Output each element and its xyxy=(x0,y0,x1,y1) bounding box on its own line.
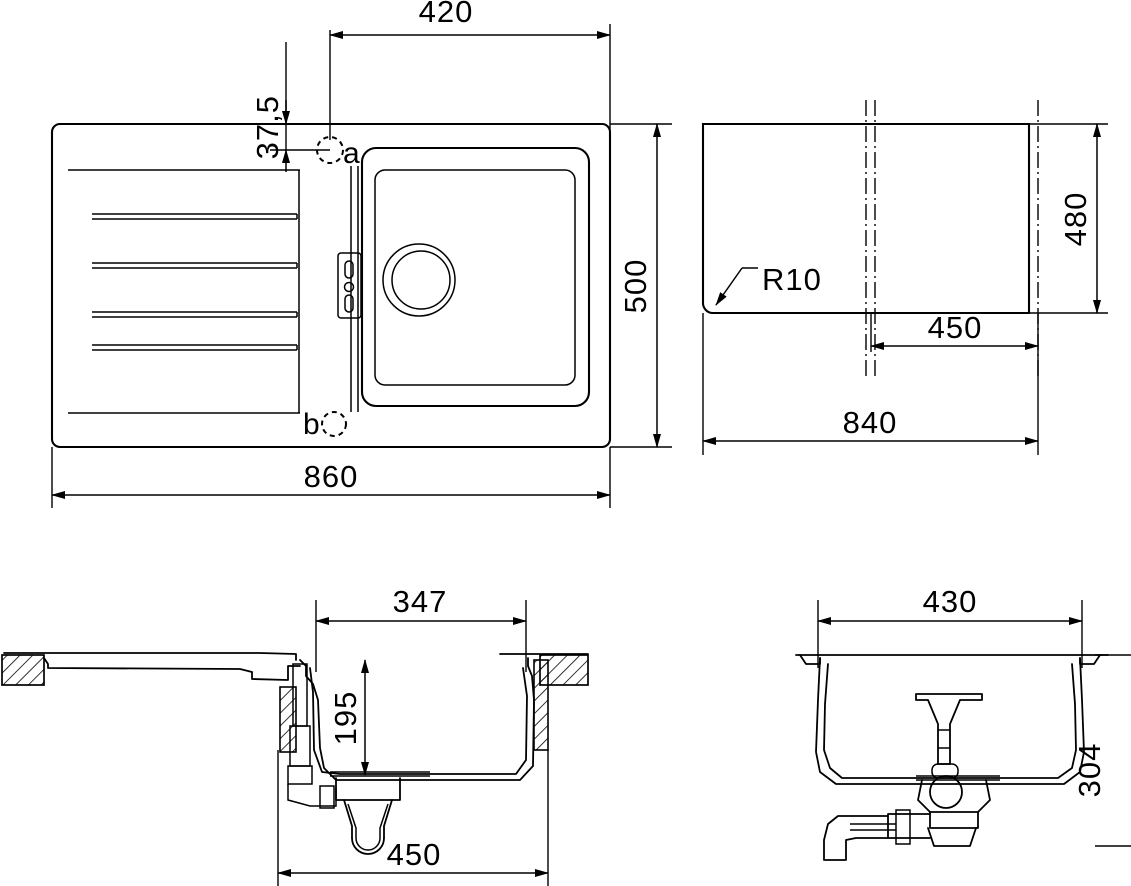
bowl-rim xyxy=(360,146,591,408)
waste-outlet-and-trap xyxy=(335,777,401,855)
dim-430 xyxy=(817,600,1083,668)
dim-480-label: 480 xyxy=(1058,192,1093,247)
dim-450-cutout-label: 450 xyxy=(928,310,983,345)
dim-450-cutout xyxy=(870,313,1039,352)
dim-860-label: 860 xyxy=(304,459,359,494)
drainboard-grooves xyxy=(92,213,297,351)
dim-304-label: 304 xyxy=(1072,743,1107,798)
callout-b-label: b xyxy=(303,408,320,441)
side-waste-body xyxy=(917,775,991,847)
bowl-divider-strip xyxy=(350,166,359,412)
bowl-drain xyxy=(382,243,456,317)
side-outlet-pipe xyxy=(823,809,931,861)
dim-840-label: 840 xyxy=(843,405,898,440)
overflow-connector xyxy=(287,784,337,809)
dim-500 xyxy=(610,123,672,448)
dim-37_5 xyxy=(270,42,330,172)
front-section-view: 347 195 450 xyxy=(1,584,589,886)
dim-480 xyxy=(1029,123,1108,314)
cutout-view: R10 480 450 840 xyxy=(701,100,1108,455)
dim-500-label: 500 xyxy=(618,259,653,314)
support-bracket-left xyxy=(279,686,297,753)
sink-outline xyxy=(50,122,612,449)
callout-r10-leader xyxy=(715,267,758,306)
dim-37_5-label: 37,5 xyxy=(250,95,285,159)
callout-a-label: a xyxy=(343,137,360,170)
tap-hole-b xyxy=(321,411,347,437)
dim-450-section xyxy=(277,750,549,886)
dim-430-label: 430 xyxy=(923,584,978,619)
dim-420-label: 420 xyxy=(419,0,474,29)
overflow-pipe xyxy=(287,663,313,785)
drainboard-top-line xyxy=(3,652,297,661)
worktop-right xyxy=(533,654,589,751)
callout-r10-label: R10 xyxy=(762,262,822,297)
dim-347-label: 347 xyxy=(393,584,448,619)
bowl-inner xyxy=(374,169,576,386)
side-bowl-outer xyxy=(815,657,1085,785)
top-plan-view: a b 420 37,5 xyxy=(50,0,672,508)
dim-860 xyxy=(51,447,611,508)
side-section-view: 430 304 xyxy=(795,584,1131,861)
drainboard-lip xyxy=(296,170,300,413)
dim-347 xyxy=(315,600,527,672)
side-rim-lip-left xyxy=(799,654,821,665)
worktop-left xyxy=(1,654,45,686)
bowl-section-inner xyxy=(309,667,528,775)
side-overflow-fitting xyxy=(915,693,983,779)
drainboard-underside xyxy=(43,657,301,681)
side-rim-lip-right xyxy=(1079,654,1101,665)
dim-195-label: 195 xyxy=(328,691,363,746)
dim-304 xyxy=(1095,654,1131,847)
dim-420 xyxy=(329,24,611,140)
dim-840 xyxy=(702,313,1039,455)
dim-450-section-label: 450 xyxy=(387,837,442,872)
